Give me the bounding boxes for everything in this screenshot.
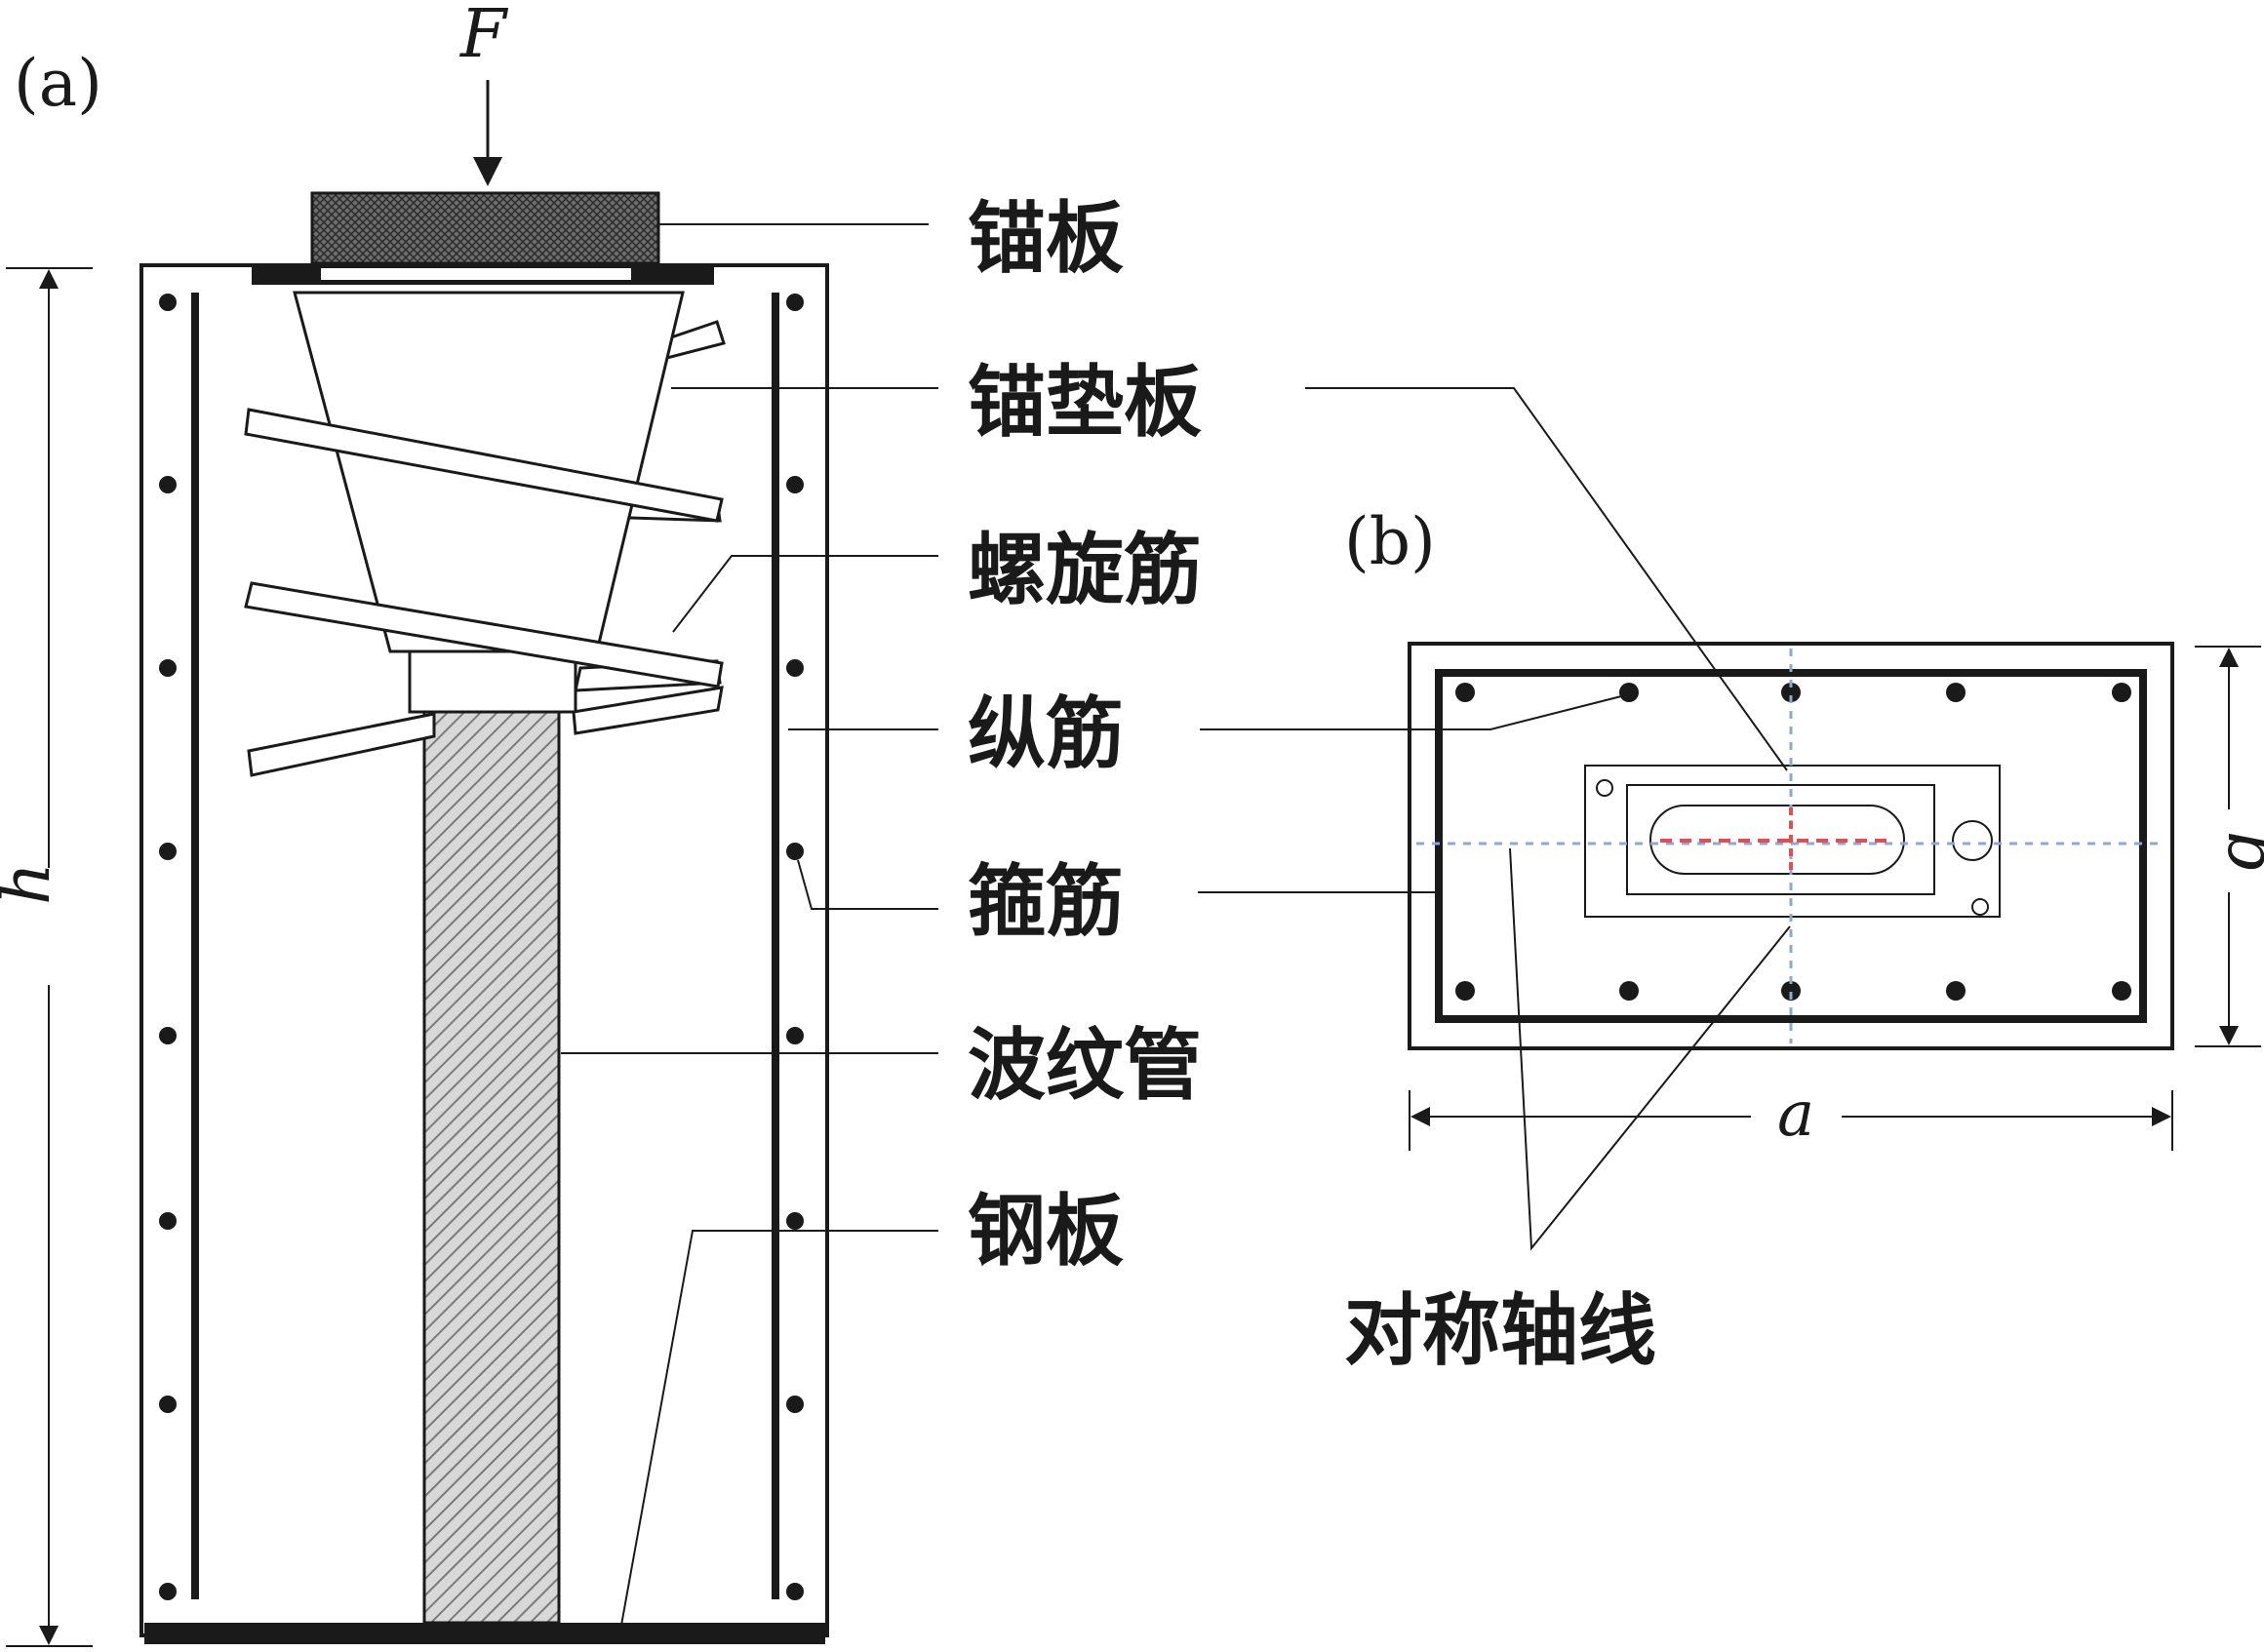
height-label: h: [0, 862, 65, 905]
section-bar-dots: [1455, 683, 2131, 1001]
steel-plate-bottom: [144, 1623, 825, 1644]
panel-b: (b) a b: [1344, 504, 2264, 1151]
label-steel-plate: 钢板: [968, 1186, 1124, 1277]
label-anchor-pad: 锚垫板: [968, 357, 1202, 448]
component-labels: 锚板 锚垫板 螺旋筋 纵筋 箍筋 波纹管 钢板 对称轴线: [968, 193, 1656, 1376]
panel-b-label: (b): [1344, 504, 1436, 579]
duct: [422, 708, 561, 1625]
label-symmetry-axis: 对称轴线: [1344, 1285, 1656, 1376]
section-outline: [1408, 642, 2174, 1050]
panel-a: (a) F: [0, 0, 829, 1647]
width-label: a: [1777, 1079, 1814, 1151]
bearing-plate-gap: [319, 266, 633, 282]
leader-lines: [561, 223, 1791, 1632]
label-duct: 波纹管: [968, 1020, 1202, 1111]
label-longitudinal-bar: 纵筋: [968, 688, 1124, 779]
stirrup-dots-right: [786, 294, 804, 1600]
section-duct-slot: [1649, 805, 1905, 875]
label-stirrup: 箍筋: [968, 856, 1124, 947]
panel-a-label: (a): [14, 46, 102, 121]
section-bolt-hole-2: [1971, 898, 1989, 916]
label-anchor-plate: 锚板: [968, 193, 1124, 284]
label-spiral-bar: 螺旋筋: [968, 525, 1202, 615]
force-label: F: [458, 0, 509, 73]
stirrup-dots-left: [159, 294, 177, 1600]
spiral-bar-front: [244, 408, 724, 777]
section-stirrup: [1435, 669, 2147, 1023]
section-grout-hole: [1952, 820, 1993, 861]
section-anchor-pad-inner: [1626, 784, 1935, 895]
section-bolt-hole-1: [1596, 779, 1613, 797]
depth-label: b: [2212, 831, 2264, 874]
anchor-pad-neck: [408, 649, 577, 714]
anchor-plate: [310, 191, 660, 265]
